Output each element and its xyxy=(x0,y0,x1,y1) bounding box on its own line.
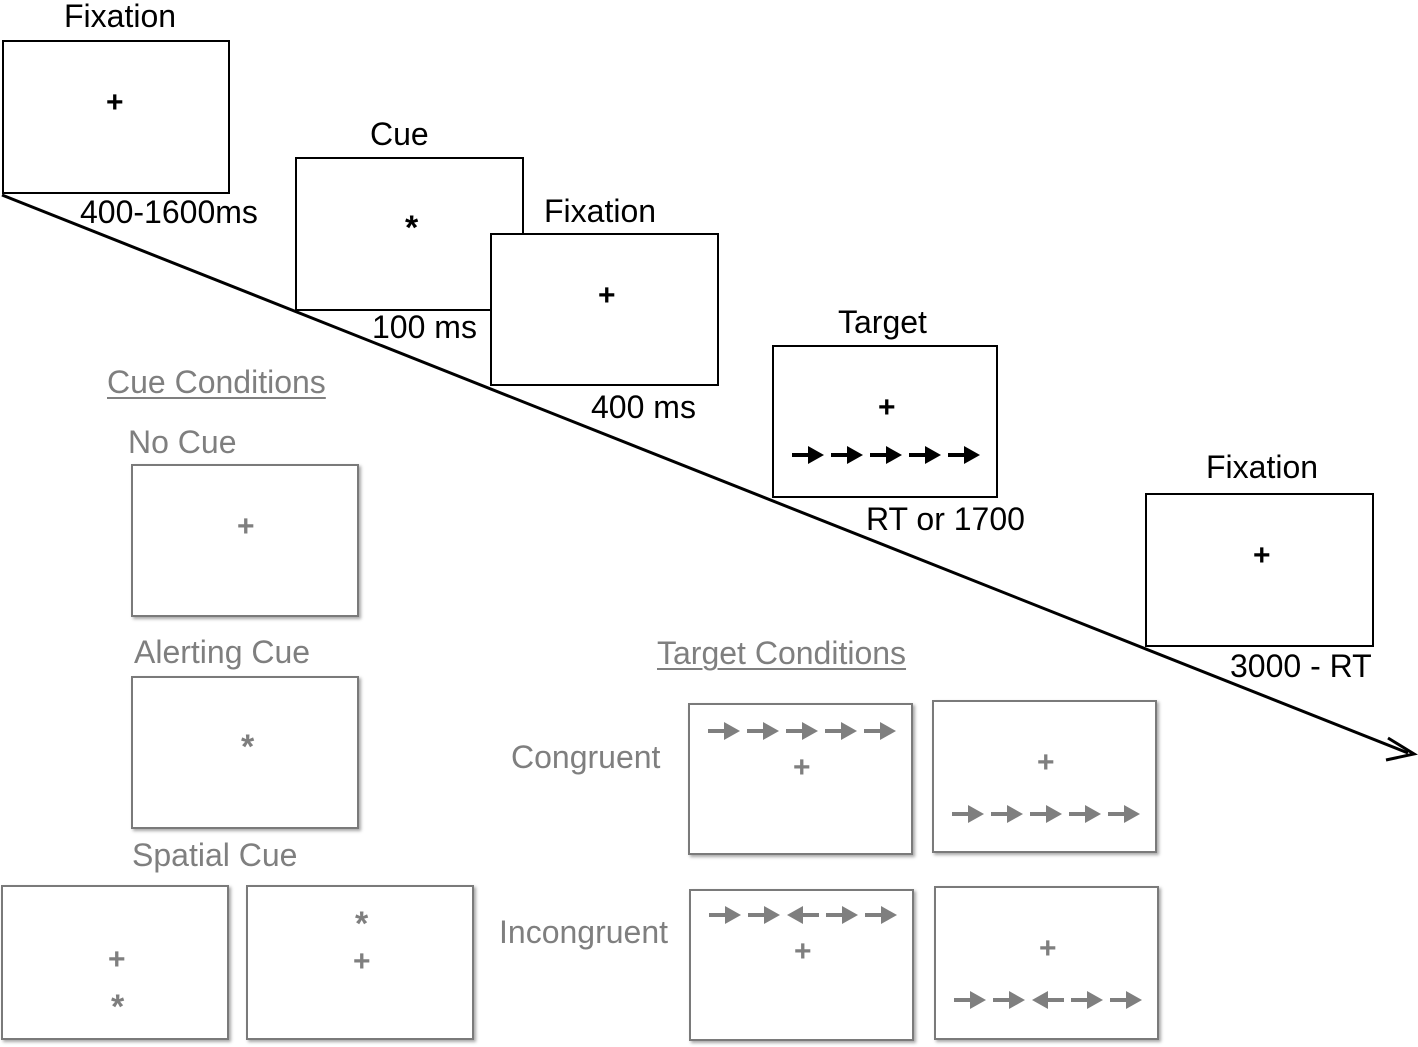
right-arrow-icon xyxy=(864,722,896,740)
cue-screen: * xyxy=(295,157,524,311)
congruent-label: Congruent xyxy=(511,739,661,775)
spatial-cue-above-screen: * + xyxy=(246,885,474,1040)
fixation-2-duration: 400 ms xyxy=(591,389,696,425)
fixation-1-title: Fixation xyxy=(64,0,177,34)
alerting-cue-screen: * xyxy=(131,676,359,829)
target-screen: + xyxy=(772,345,998,498)
fixation-1-duration: 400-1600ms xyxy=(80,194,258,230)
right-arrow-icon xyxy=(1108,805,1140,823)
fixation-1-screen: + xyxy=(2,40,230,194)
right-arrow-icon xyxy=(1030,805,1062,823)
right-arrow-icon xyxy=(748,906,780,924)
right-arrow-icon xyxy=(865,906,897,924)
no-cue-screen: + xyxy=(131,464,359,617)
incongruent-above-screen: + xyxy=(689,889,914,1041)
right-arrow-icon xyxy=(825,722,857,740)
right-arrow-icon xyxy=(831,446,863,464)
right-arrow-icon xyxy=(948,446,980,464)
flanker-arrow-row xyxy=(708,722,896,740)
spatial-cue-label: Spatial Cue xyxy=(132,837,298,873)
fixation-cross: + xyxy=(1037,746,1055,779)
incongruent-below-screen: + xyxy=(934,886,1159,1040)
right-arrow-icon xyxy=(786,722,818,740)
left-arrow-icon xyxy=(1032,991,1064,1009)
fixation-cross: + xyxy=(106,86,124,119)
incongruent-label: Incongruent xyxy=(499,914,669,950)
fixation-3-duration: 3000 - RT xyxy=(1230,648,1372,684)
right-arrow-icon xyxy=(991,805,1023,823)
fixation-cross: + xyxy=(108,943,126,976)
flanker-arrow-row xyxy=(952,805,1140,823)
no-cue-label: No Cue xyxy=(128,424,237,460)
cue-asterisk: * xyxy=(405,209,419,247)
fixation-cross: + xyxy=(237,510,255,543)
flanker-arrow-row xyxy=(709,906,897,924)
fixation-cross: + xyxy=(794,935,812,968)
target-conditions-header: Target Conditions xyxy=(657,635,907,671)
fixation-2-title: Fixation xyxy=(544,193,657,229)
right-arrow-icon xyxy=(952,805,984,823)
fixation-cross: + xyxy=(1253,539,1271,572)
right-arrow-icon xyxy=(870,446,902,464)
right-arrow-icon xyxy=(708,722,740,740)
cue-duration: 100 ms xyxy=(372,309,477,345)
flanker-arrow-row xyxy=(954,991,1142,1009)
alerting-cue-label: Alerting Cue xyxy=(134,634,311,670)
cue-asterisk: * xyxy=(111,988,125,1026)
cue-conditions-header: Cue Conditions xyxy=(107,364,326,400)
right-arrow-icon xyxy=(909,446,941,464)
right-arrow-icon xyxy=(954,991,986,1009)
left-arrow-icon xyxy=(787,906,819,924)
cue-title: Cue xyxy=(370,116,429,152)
fixation-2-screen: + xyxy=(490,233,719,386)
congruent-above-screen: + xyxy=(688,703,913,855)
fixation-3-screen: + xyxy=(1145,493,1374,647)
right-arrow-icon xyxy=(747,722,779,740)
congruent-below-screen: + xyxy=(932,700,1157,853)
right-arrow-icon xyxy=(993,991,1025,1009)
right-arrow-icon xyxy=(1071,991,1103,1009)
right-arrow-icon xyxy=(709,906,741,924)
target-arrow-row xyxy=(792,446,980,464)
right-arrow-icon xyxy=(792,446,824,464)
fixation-cross: + xyxy=(878,391,896,424)
fixation-cross: + xyxy=(793,751,811,784)
fixation-cross: + xyxy=(1039,932,1057,965)
spatial-cue-below-screen: + * xyxy=(1,885,229,1040)
right-arrow-icon xyxy=(1110,991,1142,1009)
target-title: Target xyxy=(838,304,927,340)
right-arrow-icon xyxy=(1069,805,1101,823)
cue-asterisk: * xyxy=(241,728,255,766)
fixation-3-title: Fixation xyxy=(1206,449,1319,485)
right-arrow-icon xyxy=(826,906,858,924)
fixation-cross: + xyxy=(353,945,371,978)
cue-asterisk: * xyxy=(355,905,369,943)
target-duration: RT or 1700 xyxy=(866,501,1025,537)
fixation-cross: + xyxy=(598,279,616,312)
